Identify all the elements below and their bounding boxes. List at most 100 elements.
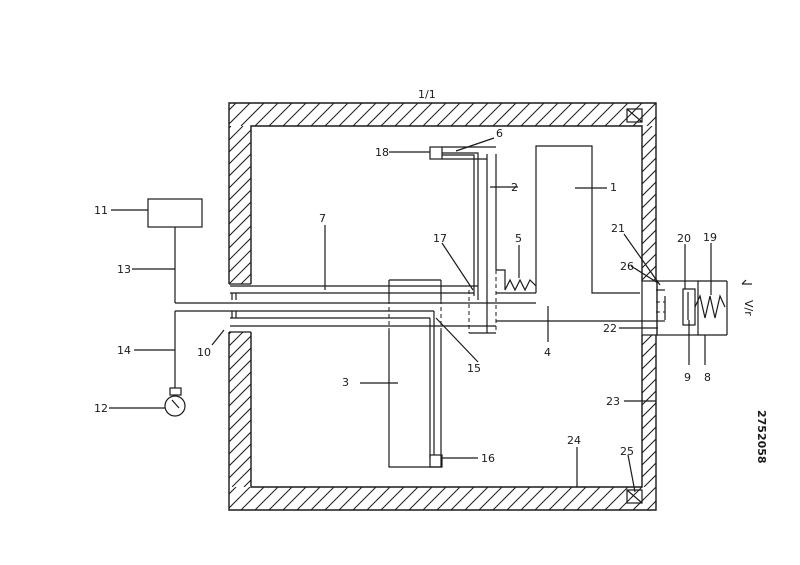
hatch-stroke [761, 126, 800, 281]
label-2: 2 [511, 181, 518, 194]
hatch-stroke [310, 487, 335, 510]
hatch-stroke [229, 237, 251, 261]
hatch-stroke [0, 487, 12, 510]
hatch-stroke [652, 277, 656, 281]
label-19: 19 [703, 231, 717, 244]
hatch-stroke [338, 103, 363, 126]
hatch-stroke [436, 487, 461, 510]
hatch-stroke [296, 487, 321, 510]
page-label: 1/1 [418, 88, 436, 101]
hatch-stroke [373, 126, 531, 284]
hatch-stroke [229, 126, 244, 141]
wall-hatching-left-upper [229, 126, 555, 284]
label-15: 15 [467, 362, 481, 375]
hatch-stroke [3, 103, 26, 126]
hatch-stroke [661, 103, 684, 126]
hatch-stroke [520, 103, 545, 126]
hatch-stroke [476, 335, 628, 487]
hatch-stroke [604, 487, 629, 510]
hatch-stroke [316, 332, 471, 487]
hatch-stroke [675, 487, 698, 510]
hatch-stroke [229, 335, 251, 359]
element-16-cap [429, 454, 443, 468]
hatch-stroke [3, 487, 26, 510]
hatch-stroke [282, 487, 307, 510]
hatch-stroke [229, 225, 251, 249]
hatch-stroke [548, 487, 573, 510]
label-24: 24 [567, 434, 581, 447]
hatch-stroke [642, 366, 656, 382]
hatch-stroke [143, 103, 166, 126]
hatch-stroke [87, 103, 110, 126]
hatch-stroke [310, 103, 335, 126]
hatch-stroke [115, 103, 138, 126]
label-20: 20 [677, 232, 691, 245]
hatch-stroke [229, 261, 251, 284]
hatch-stroke [642, 229, 656, 245]
hatch-stroke [642, 426, 656, 442]
hatch-stroke [229, 443, 251, 467]
hatch-stroke [229, 431, 251, 455]
hatch-stroke [642, 157, 656, 173]
hatch-stroke [689, 126, 800, 281]
hatch-stroke [231, 467, 251, 487]
hatch-stroke [292, 332, 447, 487]
gauge-connector [169, 387, 182, 396]
hatch-stroke [45, 487, 68, 510]
hatch-stroke [352, 103, 377, 126]
hatch-stroke [324, 103, 349, 126]
hatch-stroke [680, 335, 800, 487]
hatch-stroke [642, 205, 656, 221]
hatch-stroke [254, 487, 279, 510]
label-4: 4 [544, 346, 551, 359]
hatch-stroke [157, 487, 180, 510]
hatch-stroke [506, 487, 531, 510]
hatch-stroke [492, 487, 517, 510]
hatch-stroke [282, 103, 307, 126]
hatch-stroke [229, 407, 251, 431]
hatch-stroke [642, 241, 656, 257]
hatch-stroke [17, 487, 40, 510]
hatch-stroke [376, 332, 531, 487]
label-25: 25 [620, 445, 634, 458]
hatch-stroke [643, 474, 656, 487]
hatch-stroke [101, 487, 124, 510]
hatch-stroke [240, 487, 265, 510]
hatch-stroke [229, 141, 251, 165]
hatch-stroke [366, 103, 391, 126]
hatch-stroke [642, 145, 656, 161]
hatch-stroke [199, 487, 222, 510]
hatch-stroke [506, 103, 531, 126]
hatch-stroke [488, 335, 640, 487]
hatch-stroke [604, 103, 629, 126]
leader-lines [109, 137, 712, 493]
hatch-stroke [408, 487, 433, 510]
hatch-stroke [277, 126, 435, 284]
hatch-stroke [450, 103, 475, 126]
hatch-stroke [642, 378, 656, 394]
hatch-stroke [436, 103, 461, 126]
hatch-stroke [397, 126, 555, 284]
hatch-stroke [185, 103, 208, 126]
hatch-stroke [675, 103, 698, 126]
label-14: 14 [117, 344, 131, 357]
hatch-stroke [400, 332, 555, 487]
hatch-stroke [240, 103, 265, 126]
hatch-stroke [229, 177, 251, 201]
hatch-stroke [229, 383, 251, 407]
hatch-stroke [464, 103, 489, 126]
hatch-stroke [265, 126, 423, 284]
housing-outer-bottom [228, 332, 657, 511]
hatch-stroke [478, 487, 503, 510]
hatch-stroke [87, 487, 110, 510]
label-11: 11 [94, 204, 108, 217]
hatch-stroke [646, 116, 656, 126]
hatch-stroke [642, 402, 656, 418]
hatch-stroke [661, 487, 684, 510]
hatch-stroke [492, 103, 517, 126]
hatch-stroke [115, 487, 138, 510]
hatch-stroke [0, 103, 12, 126]
hatch-stroke [256, 332, 411, 487]
label-1: 1 [610, 181, 617, 194]
